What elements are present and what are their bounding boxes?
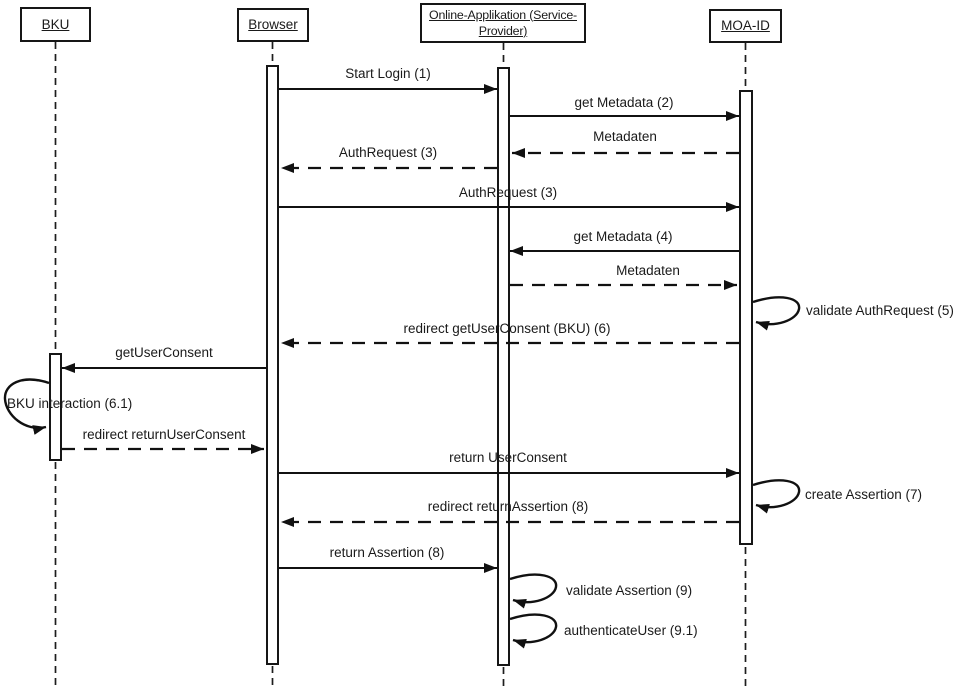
actor-box-moaid: MOA-ID [709,9,782,43]
message-label-getuserconsent: getUserConsent [115,345,213,360]
actor-label-bku: BKU [41,16,70,32]
actor-box-onlineapp: Online-Applikation (Service- Provider) [420,3,586,43]
actor-label-moaid: MOA-ID [721,18,770,34]
message-label-validate-authrequest: validate AuthRequest (5) [806,303,954,318]
self-loop-validate-authrequest [752,296,801,331]
self-loop-validate-assertion [509,573,558,609]
message-label-validate-assertion: validate Assertion (9) [566,583,693,598]
message-label-redirect-returnassertion: redirect returnAssertion (8) [427,499,589,514]
message-label-redirect-returnuserconsent: redirect returnUserConsent [82,427,246,442]
actor-label-onlineapp-line1: Online-Applikation (Service- [429,7,577,22]
message-label-get-metadata-2: get Metadata (2) [574,95,674,110]
actor-label-browser: Browser [248,17,298,33]
message-label-return-assertion: return Assertion (8) [329,545,445,560]
message-label-return-userconsent: return UserConsent [449,450,567,465]
self-loop-create-assertion [752,479,801,514]
message-label-metadaten-2: Metadaten [616,263,680,278]
message-label-metadaten-1: Metadaten [593,129,657,144]
activation-bar-moaid [739,90,753,545]
message-label-get-metadata-4: get Metadata (4) [573,229,673,244]
message-label-authrequest-reply: AuthRequest (3) [338,145,438,160]
message-label-authrequest-forward: AuthRequest (3) [458,185,558,200]
activation-bar-onlineapp [497,67,510,666]
message-label-redirect-getuserconsent: redirect getUserConsent (BKU) (6) [403,321,611,336]
message-label-bku-interaction: BKU interaction (6.1) [7,396,133,411]
message-label-create-assertion: create Assertion (7) [805,487,923,502]
actor-box-browser: Browser [237,8,309,42]
message-label-authenticate-user: authenticateUser (9.1) [564,623,698,638]
self-loop-authenticate-user [509,613,558,649]
activation-bar-browser [266,65,279,665]
actor-box-bku: BKU [20,7,91,42]
message-label-start-login: Start Login (1) [345,66,431,81]
actor-label-onlineapp-line2: Provider) [478,24,528,38]
